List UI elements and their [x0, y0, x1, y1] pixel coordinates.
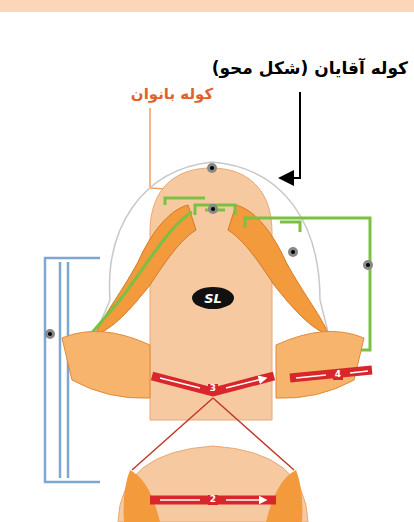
- callout-number: 2: [208, 495, 218, 505]
- title-label: کوله آقایان (شکل محو): [212, 58, 408, 78]
- hip-inset: [118, 446, 308, 522]
- header-bar: [0, 0, 414, 12]
- hip-belt-wing: [62, 331, 150, 398]
- logo-text: SL: [204, 291, 222, 306]
- adjust-point: [45, 163, 373, 339]
- leader-line: [280, 92, 300, 178]
- shoulder-strap: [96, 205, 196, 334]
- shoulder-strap: [228, 205, 328, 334]
- fit-bracket: [165, 198, 205, 205]
- callout-number: 4: [333, 370, 343, 380]
- load-lifter-strap: [90, 212, 192, 335]
- fit-bracket: [195, 205, 235, 215]
- callout-number: 3: [208, 384, 218, 394]
- fit-arrow: [150, 496, 276, 505]
- fit-bracket: [245, 218, 370, 350]
- logo-oval: [192, 287, 234, 309]
- callout-label: کوله بانوان: [131, 85, 213, 103]
- fit-arrow: [290, 370, 372, 378]
- hip-belt-wing: [276, 331, 364, 398]
- hip-inset-pad: [124, 470, 303, 522]
